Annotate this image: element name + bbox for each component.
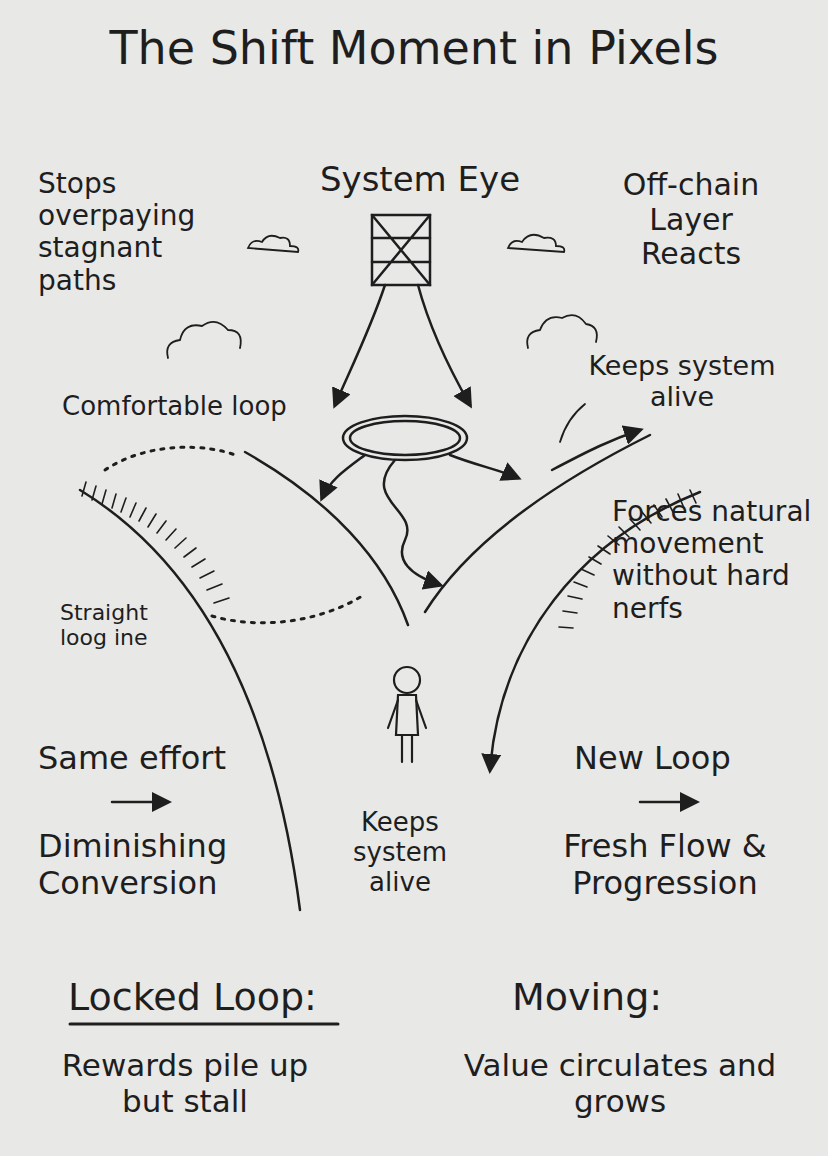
system-eye-tower [372,215,430,285]
note: Rewards pile up but stall [40,1048,330,1119]
stick-figure [388,667,426,762]
loop [343,416,467,460]
road [245,452,408,625]
heading: Moving: [512,976,662,1020]
note: Forces natural movement without hard ner… [612,496,812,625]
arrow [418,285,470,405]
dotted-path [212,596,362,623]
arrow [322,455,365,498]
dotted-path [105,447,235,470]
arrow [640,801,696,804]
label: Straight loog ine [60,600,180,651]
note: Fresh Flow & Progression [540,828,790,902]
arrow [335,285,385,405]
arrow [112,801,168,804]
title: The Shift Moment in Pixels [14,22,814,75]
note: Value circulates and grows [450,1048,790,1119]
road-hatching [82,482,229,603]
cloud [248,236,298,252]
note: Off-chain Layer Reacts [596,168,786,272]
arrow [450,455,518,478]
note: Keeps system alive [572,350,792,412]
note: Diminishing Conversion [38,828,278,902]
note: Same effort [38,740,226,777]
cloud [527,315,597,348]
cloud [167,322,241,358]
cloud [508,235,564,252]
underline [70,1023,338,1026]
arrow [384,460,440,585]
arrow [552,430,640,470]
leader [560,404,585,442]
heading: Locked Loop: [68,976,317,1020]
note: Stops overpaying stagnant paths [38,168,218,297]
note: Comfortable loop [62,392,287,422]
note: New Loop [574,740,731,777]
heading: System Eye [300,160,540,199]
note: Keeps system alive [330,808,470,898]
